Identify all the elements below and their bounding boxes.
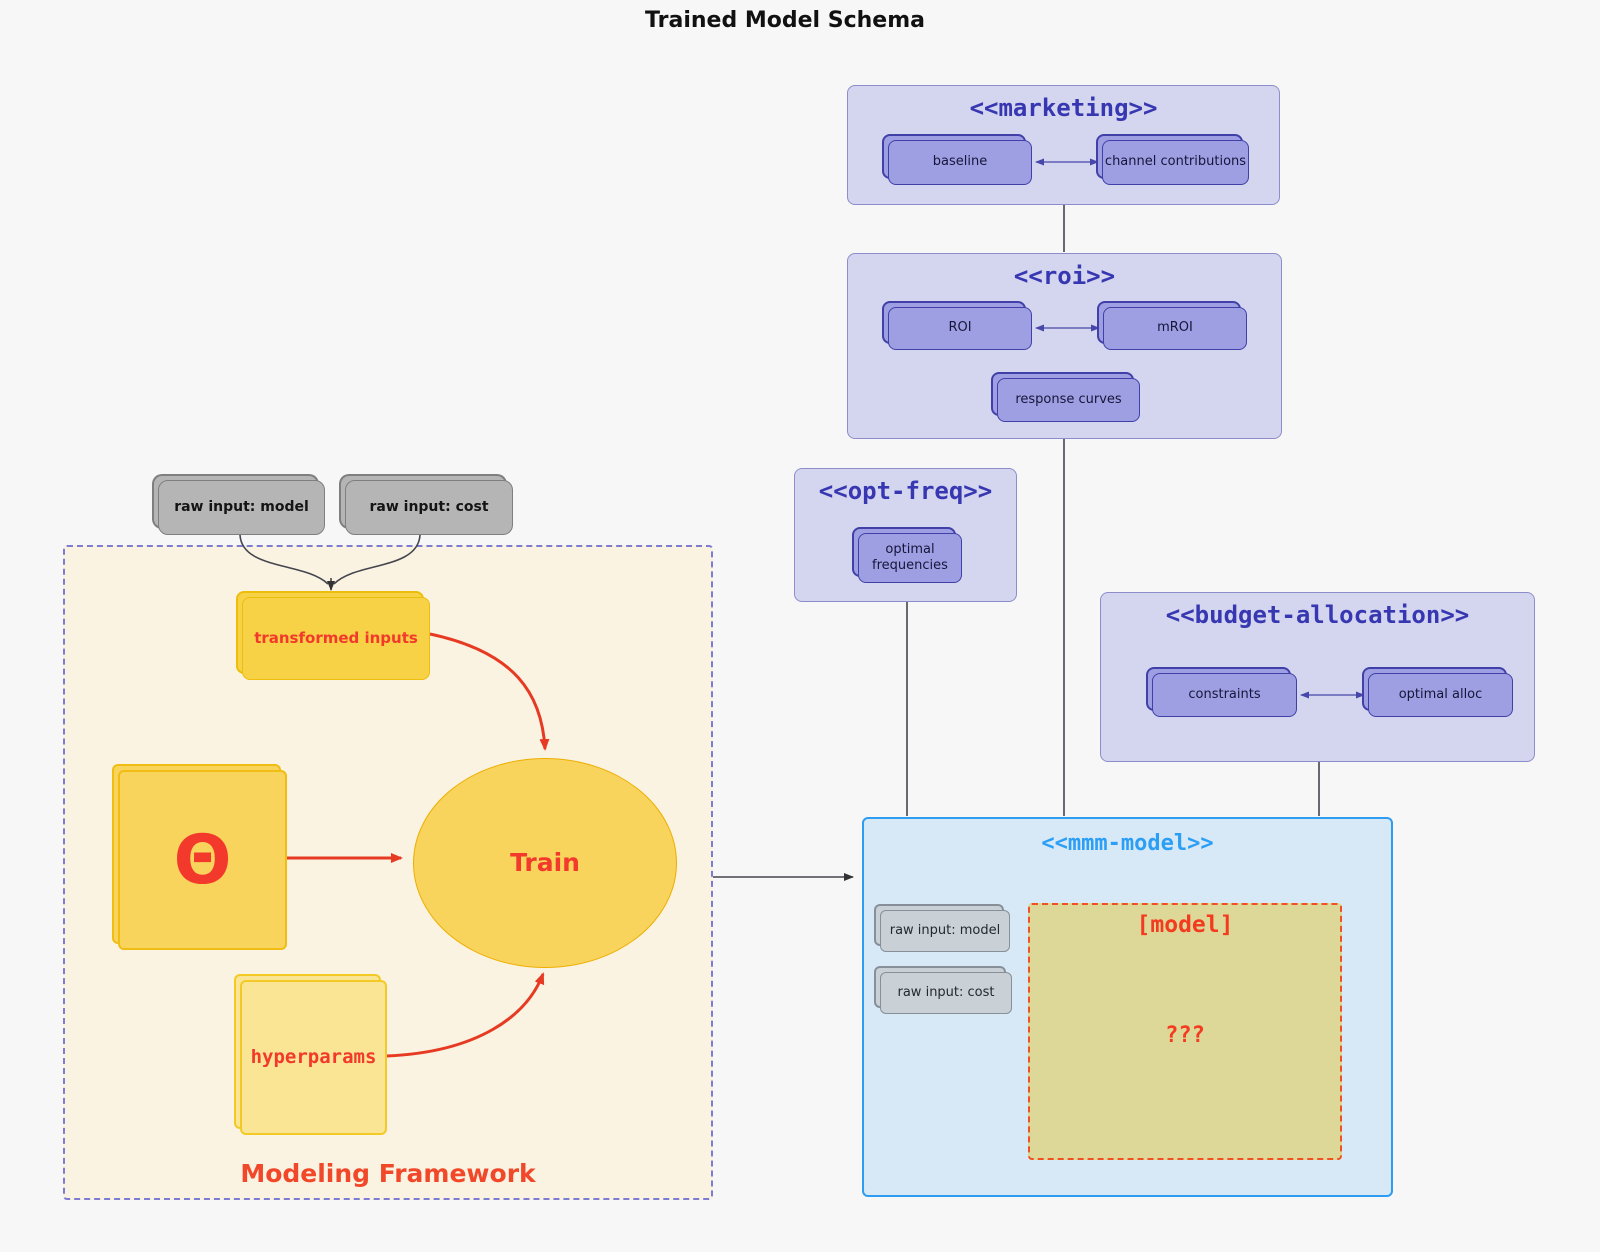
node-mroi: mROI [1103, 307, 1247, 350]
model-placeholder-box: [model] ??? [1028, 903, 1342, 1160]
model-placeholder-value: ??? [1165, 1023, 1205, 1048]
group-marketing-title: <<marketing>> [969, 94, 1158, 122]
group-opt-freq-title: <<opt-freq>> [818, 477, 993, 505]
model-placeholder-label: [model] [1136, 912, 1234, 938]
node-transformed-inputs: transformed inputs [242, 597, 430, 680]
node-train: Train [413, 758, 677, 968]
group-roi-title: <<roi>> [1013, 262, 1116, 290]
node-hyperparams: hyperparams [240, 980, 387, 1135]
node-baseline: baseline [888, 140, 1032, 185]
node-mmm-raw-input-model: raw input: model [880, 910, 1010, 952]
node-roi: ROI [888, 307, 1032, 350]
group-budget-allocation-title: <<budget-allocation>> [1165, 601, 1470, 629]
diagram-title: Trained Model Schema [645, 8, 925, 33]
node-raw-input-model: raw input: model [158, 480, 325, 535]
node-raw-input-cost: raw input: cost [345, 480, 513, 535]
node-mmm-raw-input-cost: raw input: cost [880, 972, 1012, 1014]
node-response-curves: response curves [997, 378, 1140, 422]
node-optimal-frequencies: optimal frequencies [858, 533, 962, 583]
node-theta: Θ [118, 770, 287, 950]
node-channel-contributions: channel contributions [1102, 140, 1249, 185]
group-mmm-model-title: <<mmm-model>> [1041, 831, 1214, 856]
group-modeling-framework-title: Modeling Framework [240, 1159, 536, 1188]
node-constraints: constraints [1152, 673, 1297, 717]
node-optimal-alloc: optimal alloc [1368, 673, 1513, 717]
